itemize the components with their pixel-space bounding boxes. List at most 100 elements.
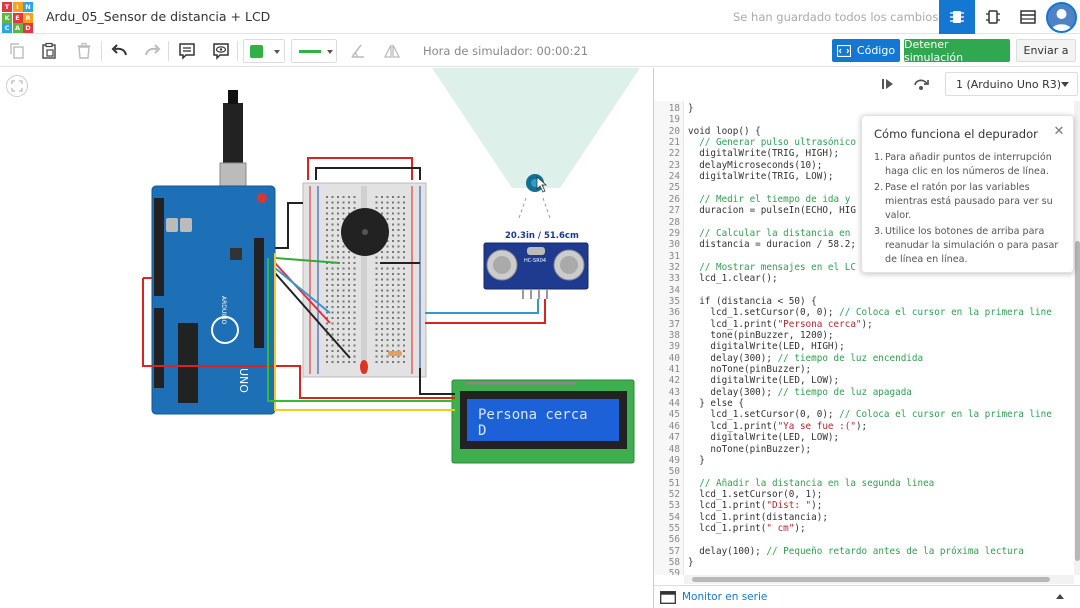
- code-line[interactable]: 32 // Mostrar mensajes en el LC: [654, 262, 1074, 273]
- code-line[interactable]: 34: [654, 285, 1074, 296]
- code-line[interactable]: 56: [654, 534, 1074, 545]
- line-number[interactable]: 53: [668, 500, 680, 512]
- list-view-button[interactable]: [1010, 0, 1046, 34]
- notes-button[interactable]: [175, 39, 199, 63]
- fill-color-dropdown[interactable]: [243, 39, 285, 63]
- serial-monitor-label[interactable]: Monitor en serie: [682, 591, 768, 603]
- code-line[interactable]: 21 // Generar pulso ultrasónico: [654, 137, 1074, 148]
- code-line[interactable]: 23 delayMicroseconds(10);: [654, 160, 1074, 171]
- line-number[interactable]: 35: [668, 295, 680, 307]
- code-line[interactable]: 46 lcd_1.print("Ya se fue :(");: [654, 421, 1074, 432]
- line-number[interactable]: 37: [668, 318, 680, 330]
- code-line[interactable]: 54 lcd_1.print(distancia);: [654, 512, 1074, 523]
- code-button[interactable]: Código: [832, 39, 900, 62]
- line-number[interactable]: 23: [668, 159, 680, 171]
- code-line[interactable]: 26 // Medir el tiempo de ida y: [654, 194, 1074, 205]
- code-line[interactable]: 38 tone(pinBuzzer, 1200);: [654, 330, 1074, 341]
- line-number[interactable]: 29: [668, 227, 680, 239]
- horizontal-scrollbar[interactable]: [684, 575, 1074, 584]
- stop-simulation-button[interactable]: Detener simulación: [904, 38, 1010, 64]
- line-number[interactable]: 47: [668, 432, 680, 444]
- code-line[interactable]: 51 // Añadir la distancia en la segunda …: [654, 478, 1074, 489]
- line-number[interactable]: 59: [668, 568, 680, 575]
- zoom-fit-button[interactable]: [6, 75, 28, 97]
- code-line[interactable]: 25: [654, 182, 1074, 193]
- code-line[interactable]: 47 digitalWrite(LED, LOW);: [654, 432, 1074, 443]
- line-number[interactable]: 43: [668, 386, 680, 398]
- line-number[interactable]: 38: [668, 330, 680, 341]
- line-number-gutter[interactable]: [654, 101, 684, 575]
- code-line[interactable]: 40 delay(300); // tiempo de luz encendid…: [654, 353, 1074, 364]
- paste-button[interactable]: [37, 39, 61, 63]
- vertical-scrollbar[interactable]: [1074, 101, 1080, 575]
- project-title[interactable]: Ardu_05_Sensor de distancia + LCD: [46, 9, 271, 24]
- line-number[interactable]: 50: [668, 466, 680, 478]
- line-number[interactable]: 25: [668, 182, 680, 194]
- code-line[interactable]: 45 lcd_1.setCursor(0, 0); // Coloca el c…: [654, 409, 1074, 420]
- line-number[interactable]: 58: [668, 557, 680, 568]
- step-button[interactable]: [880, 76, 896, 96]
- line-number[interactable]: 20: [668, 125, 680, 137]
- wire-style-dropdown[interactable]: [291, 39, 337, 63]
- delete-button[interactable]: [72, 39, 96, 63]
- code-line[interactable]: 19: [654, 114, 1074, 125]
- code-line[interactable]: 57 delay(100); // Pequeño retardo antes …: [654, 546, 1074, 557]
- user-avatar[interactable]: [1046, 2, 1077, 33]
- line-number[interactable]: 44: [668, 398, 680, 410]
- line-number[interactable]: 57: [668, 545, 680, 557]
- send-to-button[interactable]: Enviar a: [1016, 39, 1076, 62]
- code-line[interactable]: 31: [654, 251, 1074, 262]
- line-number[interactable]: 24: [668, 171, 680, 183]
- line-number[interactable]: 42: [668, 375, 680, 387]
- rotate-button[interactable]: [346, 39, 370, 63]
- line-number[interactable]: 34: [668, 284, 680, 296]
- scroll-thumb[interactable]: [1075, 241, 1080, 561]
- line-number[interactable]: 19: [668, 114, 680, 126]
- code-line[interactable]: 30 distancia = duracion / 58.2;: [654, 239, 1074, 250]
- code-line[interactable]: 59: [654, 568, 1074, 575]
- notes-visibility-button[interactable]: [209, 39, 233, 63]
- copy-button[interactable]: [5, 39, 29, 63]
- chevron-up-icon[interactable]: [1056, 594, 1064, 599]
- code-line[interactable]: 24 digitalWrite(TRIG, LOW);: [654, 171, 1074, 182]
- step-over-button[interactable]: [912, 76, 930, 96]
- line-number[interactable]: 21: [668, 137, 680, 149]
- code-line[interactable]: 22 digitalWrite(TRIG, HIGH);: [654, 148, 1074, 159]
- code-line[interactable]: 44 } else {: [654, 398, 1074, 409]
- line-number[interactable]: 30: [668, 239, 680, 251]
- line-number[interactable]: 41: [668, 364, 680, 376]
- code-line[interactable]: 41 noTone(pinBuzzer);: [654, 364, 1074, 375]
- line-number[interactable]: 45: [668, 409, 680, 421]
- line-number[interactable]: 36: [668, 307, 680, 319]
- code-line[interactable]: 48 noTone(pinBuzzer);: [654, 444, 1074, 455]
- code-line[interactable]: 37 lcd_1.print("Persona cerca");: [654, 319, 1074, 330]
- device-select[interactable]: 1 (Arduino Uno R3): [945, 72, 1078, 96]
- code-line[interactable]: 39 digitalWrite(LED, HIGH);: [654, 341, 1074, 352]
- line-number[interactable]: 32: [668, 261, 680, 273]
- line-number[interactable]: 26: [668, 193, 680, 205]
- line-number[interactable]: 48: [668, 443, 680, 455]
- code-line[interactable]: 29 // Calcular la distancia en: [654, 228, 1074, 239]
- scroll-thumb[interactable]: [692, 577, 1050, 582]
- line-number[interactable]: 31: [668, 250, 680, 262]
- code-line[interactable]: 53 lcd_1.print("Dist: ");: [654, 500, 1074, 511]
- line-number[interactable]: 27: [668, 205, 680, 217]
- components-button[interactable]: [975, 0, 1011, 34]
- line-number[interactable]: 55: [668, 522, 680, 534]
- code-line[interactable]: 35 if (distancia < 50) {: [654, 296, 1074, 307]
- undo-button[interactable]: [108, 39, 132, 63]
- serial-monitor-bar[interactable]: Monitor en serie: [654, 585, 1080, 608]
- line-number[interactable]: 56: [668, 534, 680, 546]
- code-line[interactable]: 18}: [654, 103, 1074, 114]
- line-number[interactable]: 49: [668, 454, 680, 466]
- circuit-canvas[interactable]: UNO ARDUINO: [0, 68, 653, 608]
- line-number[interactable]: 54: [668, 511, 680, 523]
- code-line[interactable]: 33 lcd_1.clear();: [654, 273, 1074, 284]
- close-icon[interactable]: ✕: [1053, 124, 1065, 139]
- line-number[interactable]: 28: [668, 216, 680, 228]
- flip-button[interactable]: [380, 39, 404, 63]
- line-number[interactable]: 33: [668, 273, 680, 285]
- code-line[interactable]: 28: [654, 217, 1074, 228]
- redo-button[interactable]: [140, 39, 164, 63]
